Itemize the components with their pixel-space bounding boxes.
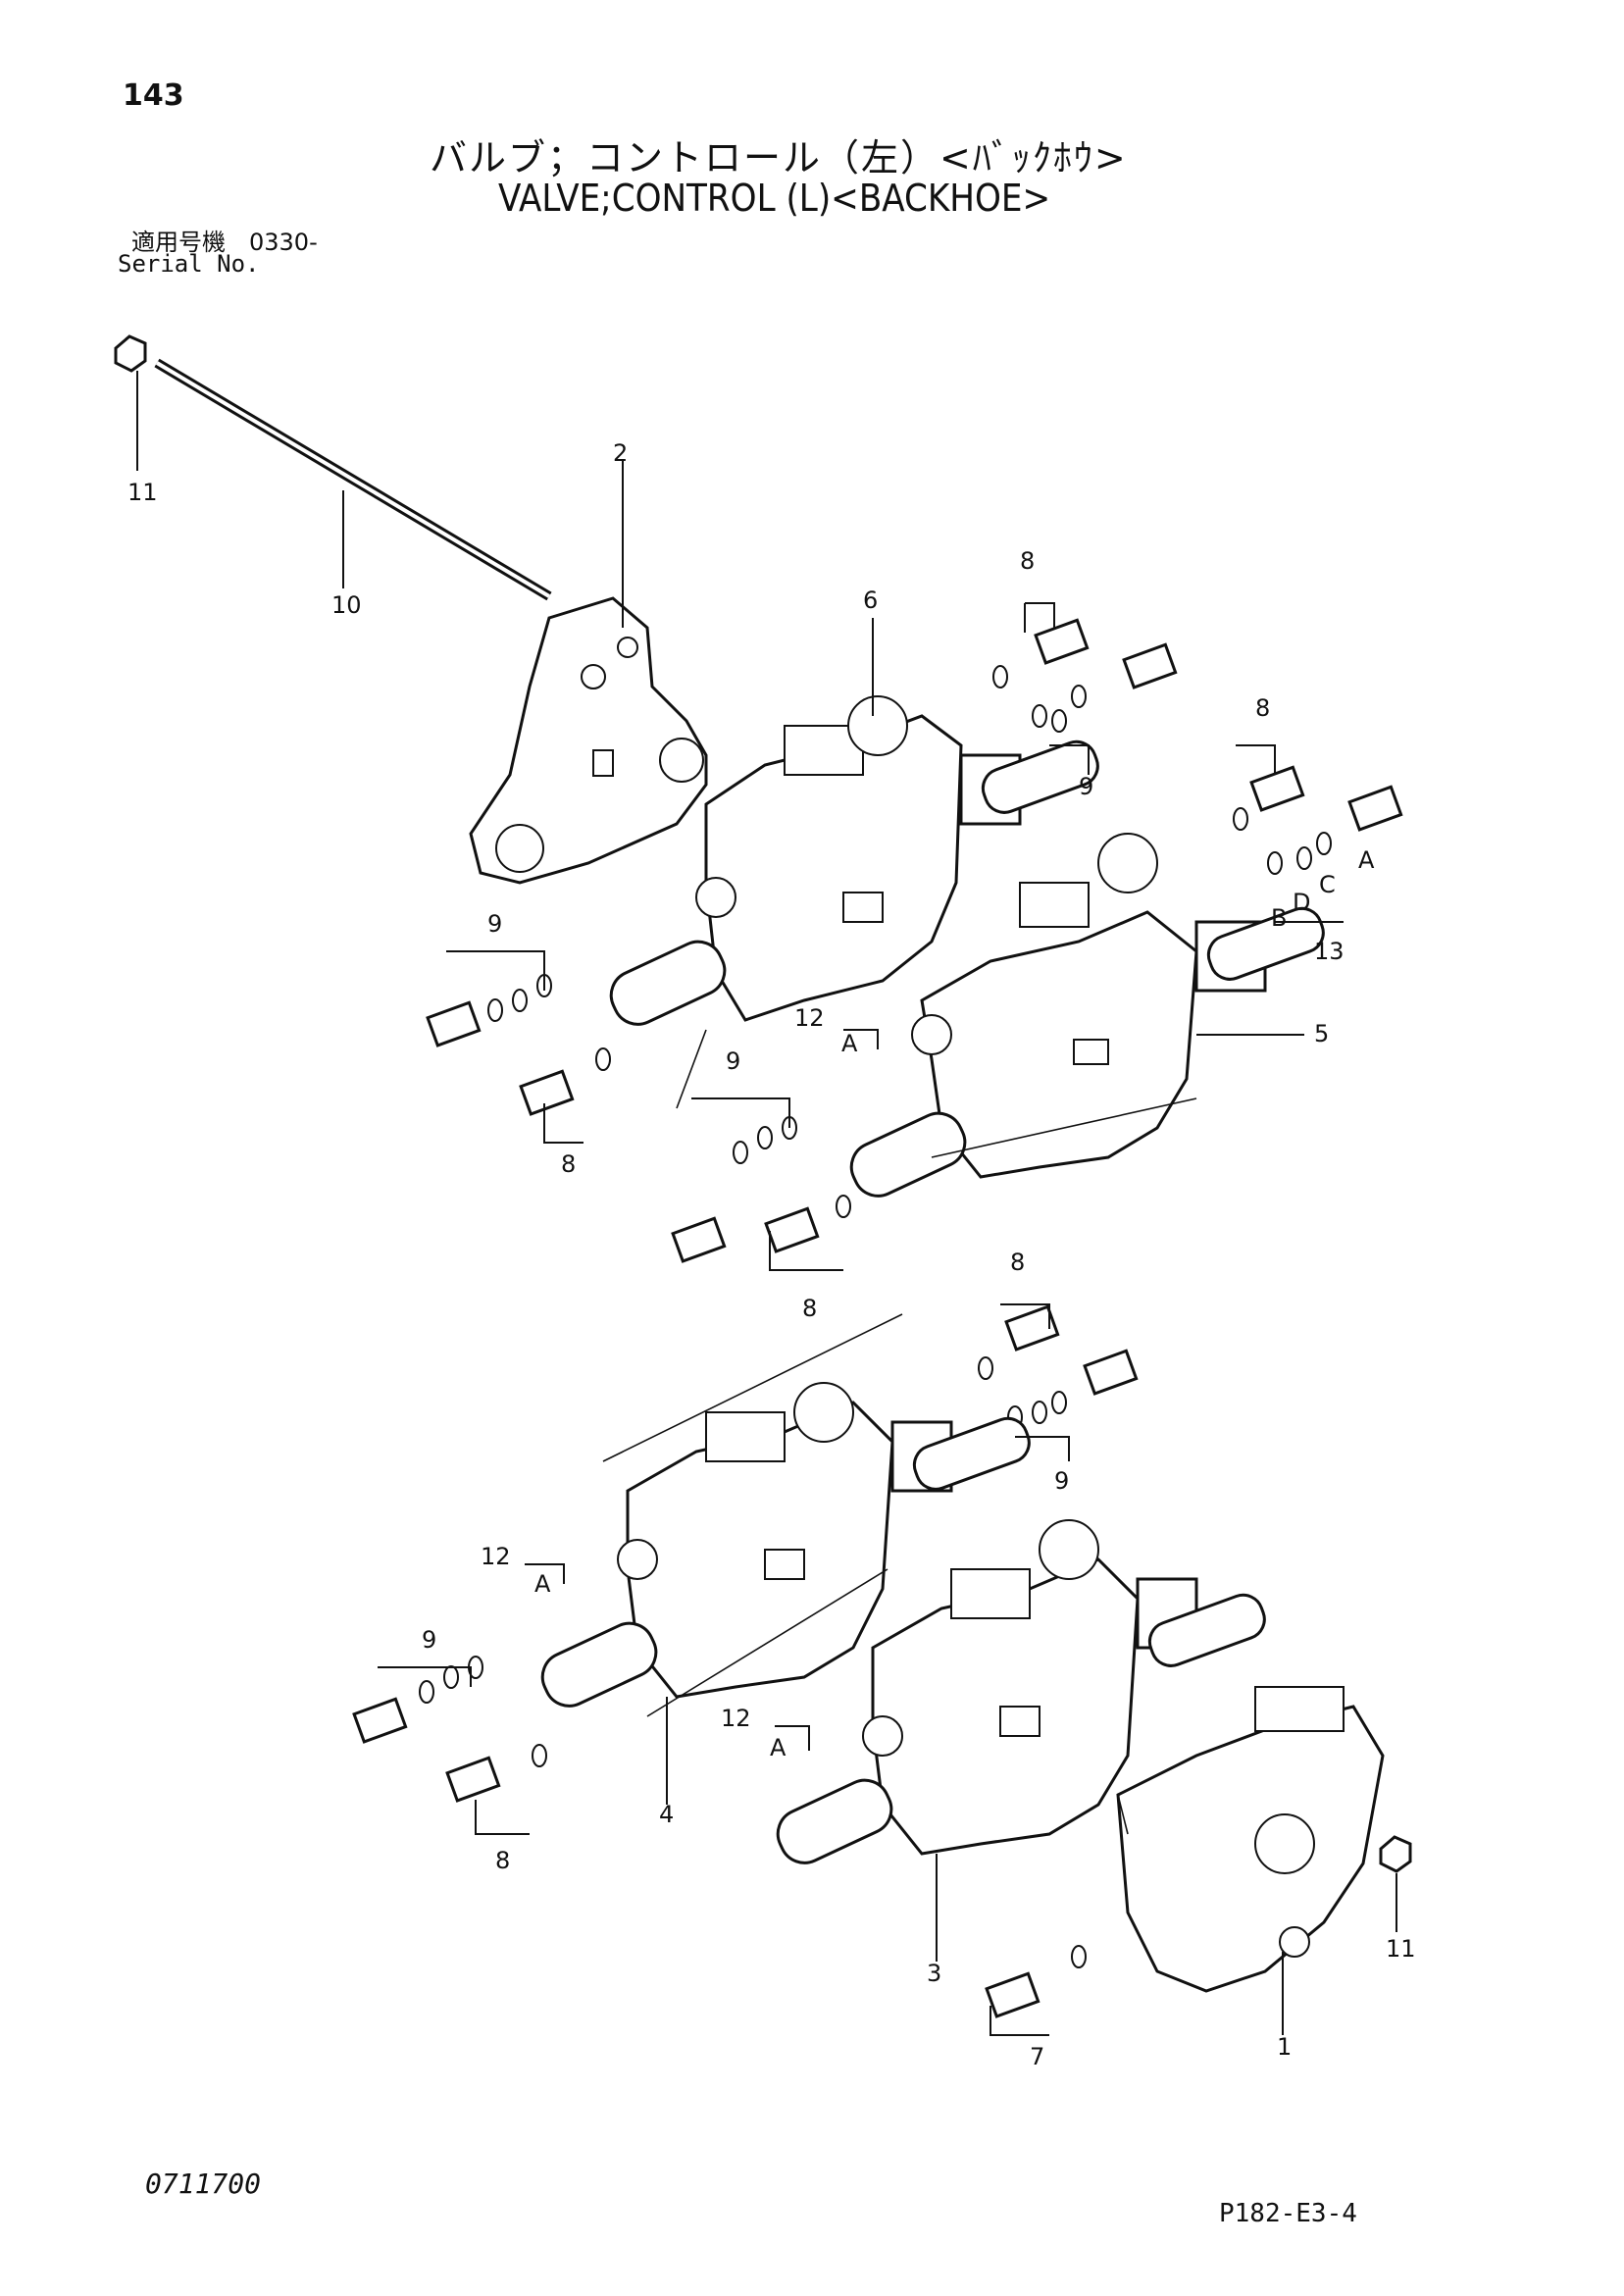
callout-8-c: 8 (561, 1150, 576, 1178)
serial-label-japanese: 適用号機 0330- (131, 229, 318, 256)
figure-code: P182-E3-4 (1219, 2199, 1357, 2228)
inlet-section-1 (1116, 1686, 1412, 2035)
callout-1: 1 (1277, 2033, 1292, 2061)
callout-8-b: 8 (1255, 694, 1270, 722)
valve-section-5 (911, 833, 1304, 1179)
callout-13: 13 (1314, 938, 1345, 965)
valve-section-4 (617, 1382, 953, 1805)
callout-4: 4 (659, 1801, 674, 1828)
callout-7: 7 (1030, 2043, 1044, 2070)
callout-labels: 11 10 2 6 8 9 8 A C D B 13 5 9 8 12 A 9 … (127, 439, 1416, 2070)
document-number: 0711700 (145, 2168, 262, 2200)
callout-11-top: 11 (127, 479, 158, 506)
callout-D: D (1293, 889, 1310, 916)
title-english: VALVE;CONTROL (L)<BACKHOE> (498, 177, 1051, 220)
assembly-guide-lines (602, 1029, 1197, 1835)
callout-8-f: 8 (495, 1847, 510, 1874)
callout-9-d: 9 (1054, 1467, 1069, 1495)
callout-B: B (1271, 904, 1287, 932)
callout-12-b: 12 (481, 1543, 511, 1570)
callout-12-a: 12 (794, 1004, 825, 1032)
callout-9-e: 9 (422, 1626, 436, 1654)
callout-9-a: 9 (1079, 773, 1093, 800)
callout-8-e: 8 (1010, 1249, 1025, 1276)
spools (540, 740, 1325, 1864)
callout-A-top: A (1358, 846, 1375, 874)
callout-A-c: A (770, 1734, 787, 1761)
callout-2: 2 (613, 439, 628, 467)
callout-10: 10 (331, 591, 362, 619)
callout-8-a: 8 (1020, 547, 1035, 575)
callout-9-b: 9 (487, 910, 502, 938)
callout-12-c: 12 (721, 1705, 751, 1732)
end-plate (469, 461, 708, 885)
tie-rod-assembly (114, 334, 552, 601)
title-japanese: バルブ；コントロール（左）<ﾊﾞｯｸﾎｳ> (430, 136, 1128, 179)
callout-5: 5 (1314, 1020, 1329, 1047)
page-number: 143 (123, 78, 184, 113)
relief-valves (352, 618, 1403, 2018)
valve-section-6 (695, 618, 1022, 1022)
serial-label-english: Serial No. (118, 250, 260, 278)
callout-3: 3 (927, 1960, 941, 1987)
callout-11-bottom: 11 (1386, 1935, 1416, 1963)
leader-lines (378, 602, 1344, 2036)
callout-6: 6 (863, 587, 878, 614)
callout-9-c: 9 (726, 1047, 740, 1075)
callout-8-d: 8 (802, 1295, 817, 1322)
callout-A-b: A (534, 1570, 551, 1598)
callout-A-a: A (841, 1030, 858, 1057)
callout-C: C (1319, 871, 1336, 898)
